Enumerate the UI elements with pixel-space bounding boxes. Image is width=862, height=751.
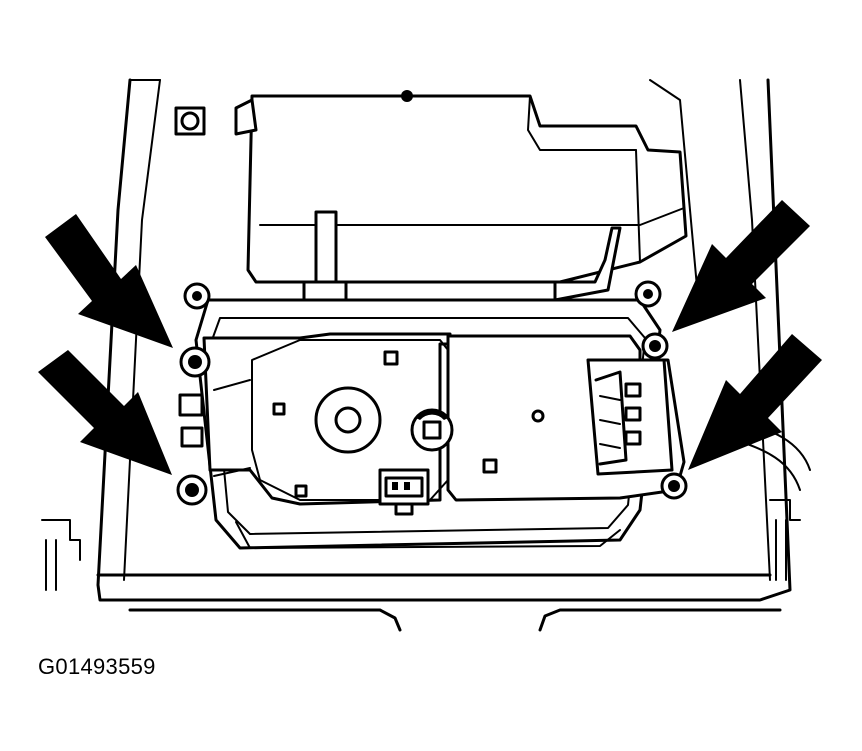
- upper-module-housing: [174, 90, 688, 304]
- screw-lower-right: [660, 472, 688, 500]
- actuator-body: [178, 332, 686, 516]
- console-outline: [96, 78, 792, 632]
- bracket-screw-left: [183, 282, 211, 310]
- arrow-upper-left: [45, 214, 173, 348]
- figure-id-label: G01493559: [38, 654, 156, 679]
- bracket-screw-right: [634, 280, 662, 308]
- screw-lower-left: [176, 474, 208, 506]
- arrow-lower-left: [38, 350, 172, 475]
- fasteners: [176, 280, 688, 506]
- arrow-lower-right: [688, 334, 822, 470]
- pointer-arrows: [38, 200, 822, 475]
- screw-upper-right: [641, 332, 669, 360]
- screw-upper-left: [179, 346, 211, 378]
- arrow-upper-right: [672, 200, 810, 332]
